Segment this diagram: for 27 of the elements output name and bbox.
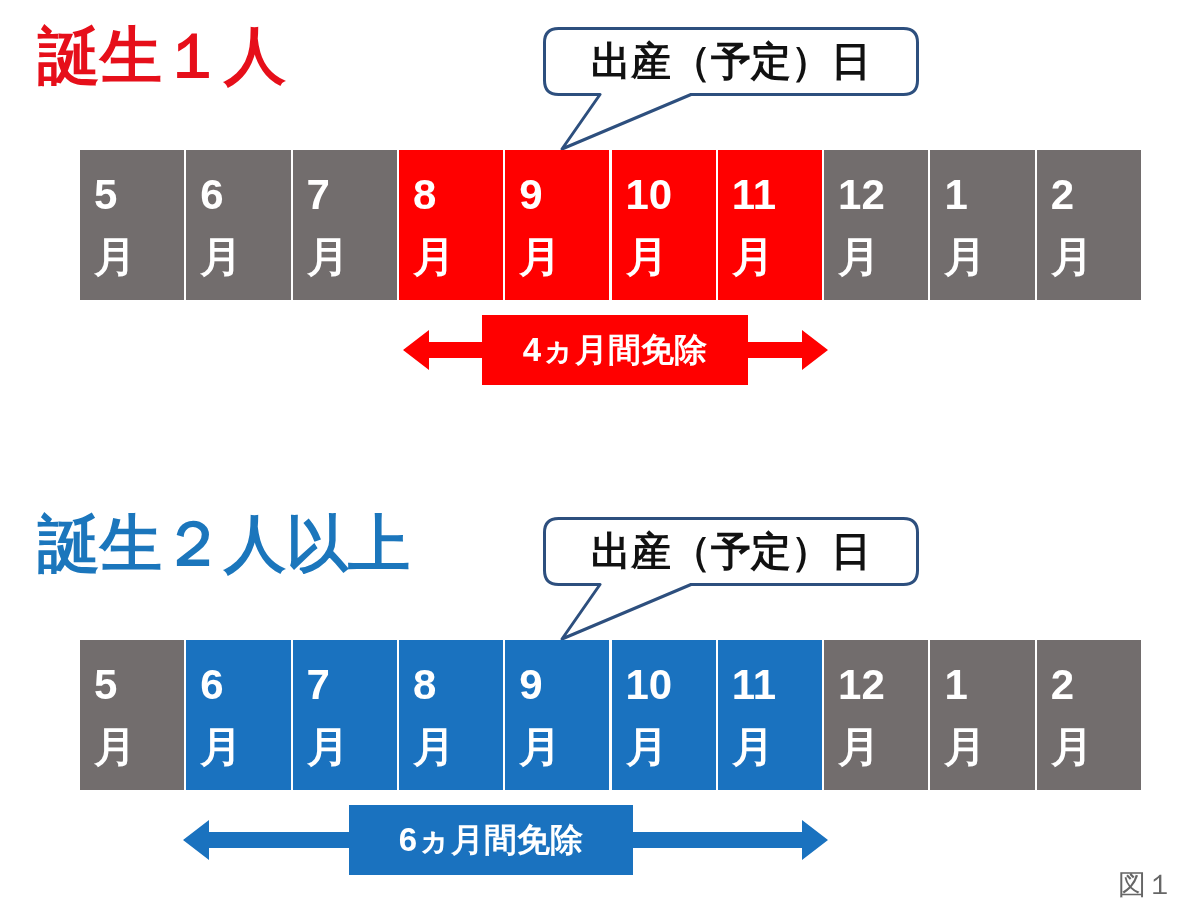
month-cell: 11月 bbox=[717, 150, 823, 300]
speech-bubble: 出産（予定）日 bbox=[543, 517, 919, 641]
month-cell: 12月 bbox=[824, 640, 929, 790]
month-cell: 2月 bbox=[1036, 640, 1141, 790]
month-cell: 12月 bbox=[824, 150, 929, 300]
double-arrow-banner: 6ヵ月間免除 bbox=[183, 805, 828, 875]
month-cell: 1月 bbox=[930, 150, 1035, 300]
section-heading: 誕生２人以上 bbox=[38, 510, 410, 579]
speech-bubble: 出産（予定）日 bbox=[543, 27, 919, 151]
double-arrow-banner: 4ヵ月間免除 bbox=[403, 315, 828, 385]
figure-caption: 図１ bbox=[1118, 868, 1174, 902]
month-cell: 1月 bbox=[930, 640, 1035, 790]
month-cell: 5月 bbox=[80, 150, 185, 300]
month-cell: 10月 bbox=[611, 640, 716, 790]
section-heading: 誕生１人 bbox=[38, 22, 286, 91]
month-cell: 9月 bbox=[505, 640, 610, 790]
month-cell: 6月 bbox=[186, 150, 291, 300]
month-cell: 6月 bbox=[186, 640, 291, 790]
month-cell: 11月 bbox=[717, 640, 823, 790]
month-cell: 8月 bbox=[398, 150, 504, 300]
month-cell: 8月 bbox=[398, 640, 504, 790]
month-cell: 2月 bbox=[1036, 150, 1141, 300]
month-cell: 7月 bbox=[292, 640, 397, 790]
month-cell: 7月 bbox=[292, 150, 397, 300]
month-cell: 10月 bbox=[611, 150, 716, 300]
month-cell: 9月 bbox=[505, 150, 610, 300]
month-cell: 5月 bbox=[80, 640, 185, 790]
